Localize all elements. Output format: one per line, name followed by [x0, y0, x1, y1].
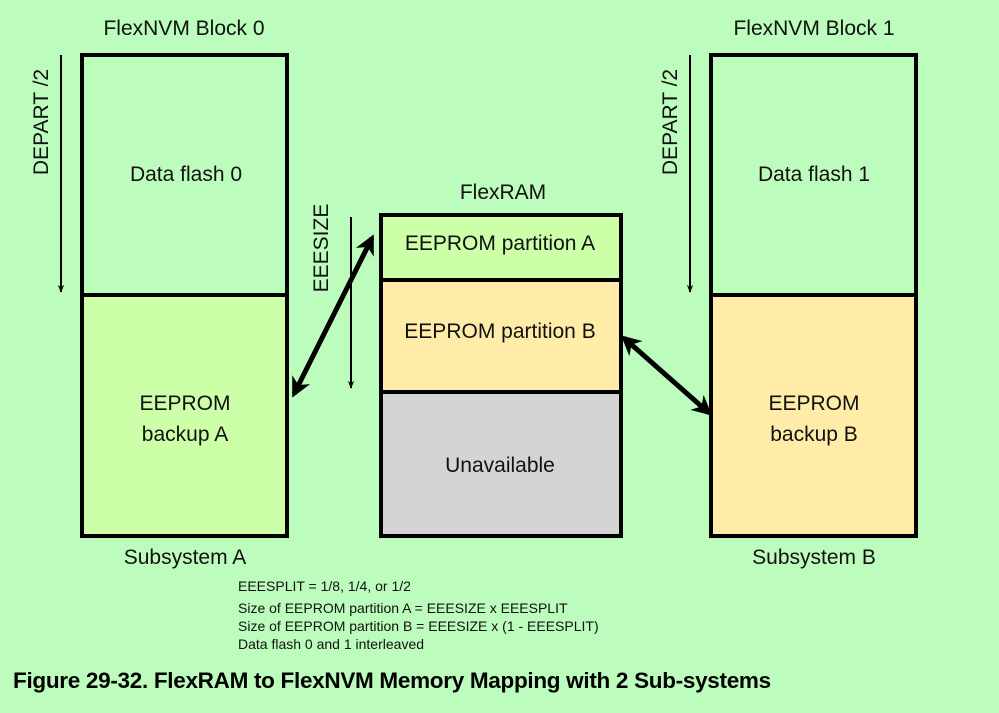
eeprom-partition-b-region — [379, 278, 623, 394]
data-flash-1-region — [709, 53, 918, 297]
eeprom-backup-a-label-line1: EEPROM — [139, 392, 230, 415]
note-interleaved: Data flash 0 and 1 interleaved — [238, 636, 425, 652]
flexram-title: FlexRAM — [460, 181, 546, 204]
note-eeesplit: EEESPLIT = 1/8, 1/4, or 1/2 — [238, 578, 411, 594]
data-flash-1-label: Data flash 1 — [758, 163, 870, 186]
eeprom-backup-b-label-line1: EEPROM — [768, 392, 859, 415]
mapping-arrow-partition-a-to-backup-a — [291, 234, 375, 398]
eeprom-partition-a-region — [379, 213, 623, 282]
depart-label-0: DEPART /2 — [30, 69, 53, 175]
eeprom-backup-b-label-line2: backup B — [770, 423, 858, 446]
eeprom-partition-b-label: EEPROM partition B — [404, 320, 595, 343]
figure-caption: Figure 29-32. FlexRAM to FlexNVM Memory … — [13, 668, 771, 693]
eeprom-backup-b-region — [709, 293, 918, 538]
block1-title: FlexNVM Block 1 — [733, 17, 894, 40]
subsystem-b-label: Subsystem B — [752, 546, 876, 569]
data-flash-0-region — [80, 53, 289, 297]
depart-label-1: DEPART /2 — [659, 69, 682, 175]
unavailable-region — [379, 390, 623, 538]
block0-title: FlexNVM Block 0 — [103, 17, 264, 40]
eeesize-label: EEESIZE — [310, 204, 333, 293]
mapping-arrow-partition-b-to-backup-b — [621, 335, 712, 416]
data-flash-0-label: Data flash 0 — [130, 163, 242, 186]
eeprom-partition-a-label: EEPROM partition A — [405, 232, 595, 255]
eeprom-backup-a-label-line2: backup A — [142, 423, 228, 446]
unavailable-label: Unavailable — [445, 454, 555, 477]
note-partition-b-size: Size of EEPROM partition B = EEESIZE x (… — [238, 618, 599, 634]
subsystem-a-label: Subsystem A — [124, 546, 247, 569]
note-partition-a-size: Size of EEPROM partition A = EEESIZE x E… — [238, 600, 568, 616]
eeprom-backup-a-region — [80, 293, 289, 538]
